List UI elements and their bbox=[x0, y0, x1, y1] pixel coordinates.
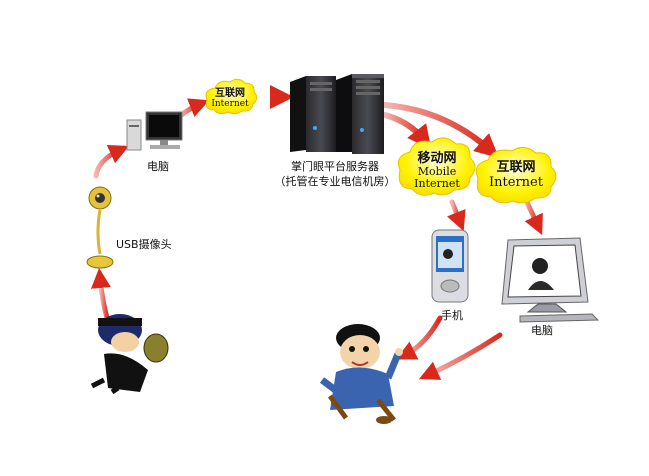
cloud-mobile-cn: 移动网 bbox=[417, 151, 457, 166]
pc-bottom-label: 电脑 bbox=[531, 324, 553, 337]
pc-top-icon bbox=[126, 111, 183, 151]
arrow-mobile-to-phone bbox=[447, 199, 466, 232]
arrow-monitor-to-owner bbox=[418, 332, 503, 380]
server-label-line2: （托管在专业电信机房） bbox=[274, 175, 396, 188]
cloud-internet-big-text: 互联网 Internet bbox=[481, 160, 551, 190]
cloud-mobile-internet bbox=[397, 137, 476, 196]
phone-label: 手机 bbox=[441, 309, 463, 322]
server-label-line1: 掌门眼平台服务器 bbox=[291, 160, 379, 173]
cloud-internet-big-en: Internet bbox=[489, 175, 543, 190]
cloud-internet-big bbox=[475, 147, 557, 204]
arrow-server-to-internet bbox=[382, 102, 499, 158]
cloud-internet-small-cn: 互联网 bbox=[215, 88, 245, 99]
owner-icon bbox=[319, 324, 403, 424]
cloud-mobile-en2: Internet bbox=[414, 177, 460, 190]
thief-icon bbox=[90, 314, 169, 395]
cloud-internet-small-en: Internet bbox=[211, 99, 249, 109]
usb-camera-label: USB摄像头 bbox=[116, 238, 172, 251]
pc-top-label: 电脑 bbox=[147, 160, 169, 173]
server-icon bbox=[290, 74, 384, 154]
arrow-thief-to-camera bbox=[90, 268, 111, 325]
monitor-icon bbox=[501, 237, 600, 323]
phone-icon bbox=[431, 229, 469, 303]
arrow-pc-to-cloud bbox=[177, 98, 210, 119]
usb-camera-icon bbox=[86, 186, 114, 269]
cloud-internet-big-cn: 互联网 bbox=[496, 160, 536, 175]
cloud-mobile-text: 移动网 Mobile Internet bbox=[404, 151, 470, 190]
arrow-camera-to-pc bbox=[93, 145, 130, 179]
arrow-phone-to-owner bbox=[396, 315, 443, 360]
cloud-internet-small-text: 互联网 Internet bbox=[205, 88, 255, 109]
cloud-internet-small bbox=[205, 78, 258, 115]
arrow-server-to-mobile bbox=[382, 112, 432, 150]
cloud-mobile-en1: Mobile bbox=[417, 165, 457, 178]
